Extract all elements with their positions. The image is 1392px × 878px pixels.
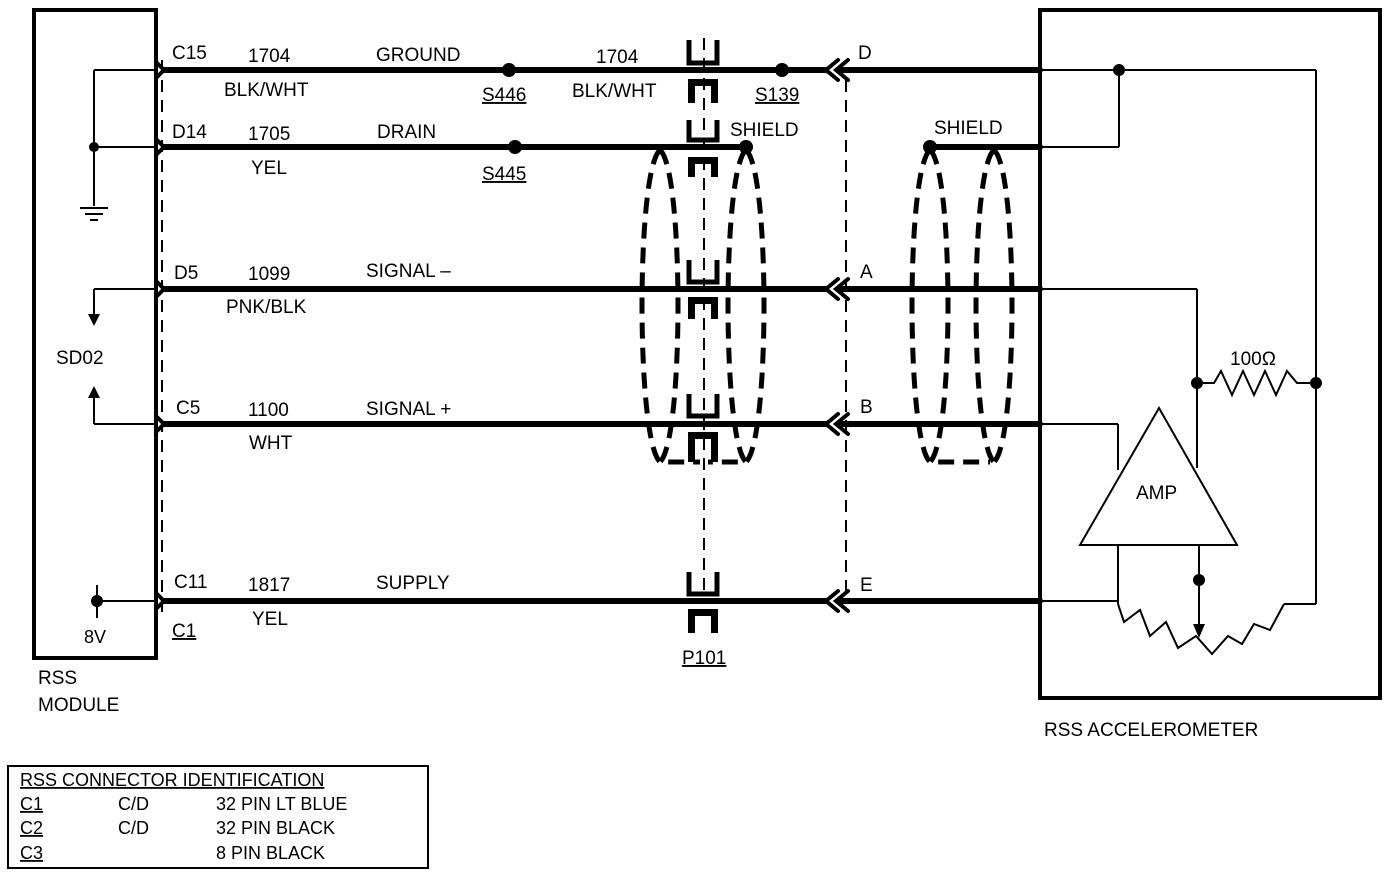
pin-e: E: [860, 575, 873, 596]
connector-legend: RSS CONNECTOR IDENTIFICATION C1 C/D 32 P…: [7, 765, 429, 869]
module-label-line1: RSS: [38, 668, 77, 689]
legend-row-c3-id: C3: [20, 843, 43, 863]
volt-label: 8V: [84, 627, 106, 647]
shield-left-pair: [639, 148, 767, 465]
splice-s139-label: S139: [755, 85, 799, 106]
splice-s445: [508, 140, 522, 154]
accel-connector-terminals: [822, 58, 850, 613]
splice-s446-label: S446: [482, 85, 526, 106]
shield-label-right: SHIELD: [934, 118, 1003, 139]
color-wht: WHT: [249, 433, 293, 454]
accelerometer-label: RSS ACCELEROMETER: [1044, 720, 1258, 741]
p101-label: P101: [682, 648, 726, 669]
legend-row-c3-desc: 8 PIN BLACK: [216, 843, 325, 863]
circuit-1704: 1704: [248, 46, 291, 67]
sd02-circuit: [88, 288, 158, 425]
legend-row-c1-desc: 32 PIN LT BLUE: [216, 794, 347, 814]
name-ground: GROUND: [376, 45, 460, 66]
pin-c5: C5: [176, 398, 200, 419]
legend-row-c1-id: C1: [20, 794, 43, 814]
amp-label: AMP: [1136, 483, 1177, 504]
legend-row-c1-type: C/D: [118, 794, 149, 814]
legend-row-c2-desc: 32 PIN BLACK: [216, 818, 335, 838]
color-yel: YEL: [251, 158, 287, 179]
legend-row-c2-type: C/D: [118, 818, 149, 838]
module-ground-circuit: [80, 69, 158, 221]
rss-accelerometer-box: [1038, 8, 1382, 700]
name-signal-plus: SIGNAL +: [366, 399, 451, 420]
pin-d5: D5: [174, 263, 198, 284]
shield-label-left: SHIELD: [730, 120, 799, 141]
name-signal-minus: SIGNAL –: [366, 261, 451, 282]
supply-8v-circuit: [91, 585, 158, 618]
name-drain: DRAIN: [377, 122, 436, 143]
legend-row-c2-id: C2: [20, 818, 43, 838]
pin-a: A: [860, 262, 873, 283]
circuit-1817: 1817: [248, 575, 290, 596]
shield-right-pair: [909, 148, 1015, 465]
color-blk-wht: BLK/WHT: [224, 80, 309, 101]
circuit-1704-second: 1704: [596, 47, 639, 68]
legend-title: RSS CONNECTOR IDENTIFICATION: [20, 770, 324, 790]
splice-s446: [502, 63, 516, 77]
pin-d14: D14: [172, 122, 207, 143]
sd02-label: SD02: [56, 348, 104, 369]
pin-c15: C15: [172, 43, 207, 64]
resistor-label: 100Ω: [1230, 349, 1276, 370]
splice-s445-label: S445: [482, 164, 526, 185]
color-blk-wht-second: BLK/WHT: [572, 81, 657, 102]
connector-c1-label: C1: [172, 621, 196, 642]
color-pnk-blk: PNK/BLK: [226, 297, 307, 318]
accelerometer-internal-circuit: [1040, 64, 1322, 656]
rss-module-box: [32, 8, 158, 660]
color-yel-supply: YEL: [252, 609, 288, 630]
circuit-1100: 1100: [248, 400, 289, 421]
name-supply: SUPPLY: [376, 573, 450, 594]
pin-c11: C11: [174, 572, 207, 593]
inline-connector-p101: [686, 38, 720, 633]
circuit-1099: 1099: [248, 264, 290, 285]
pin-b: B: [860, 397, 873, 418]
pin-d: D: [858, 43, 872, 64]
module-label-line2: MODULE: [38, 695, 119, 716]
splice-s139: [775, 63, 789, 77]
circuit-1705: 1705: [248, 124, 290, 145]
